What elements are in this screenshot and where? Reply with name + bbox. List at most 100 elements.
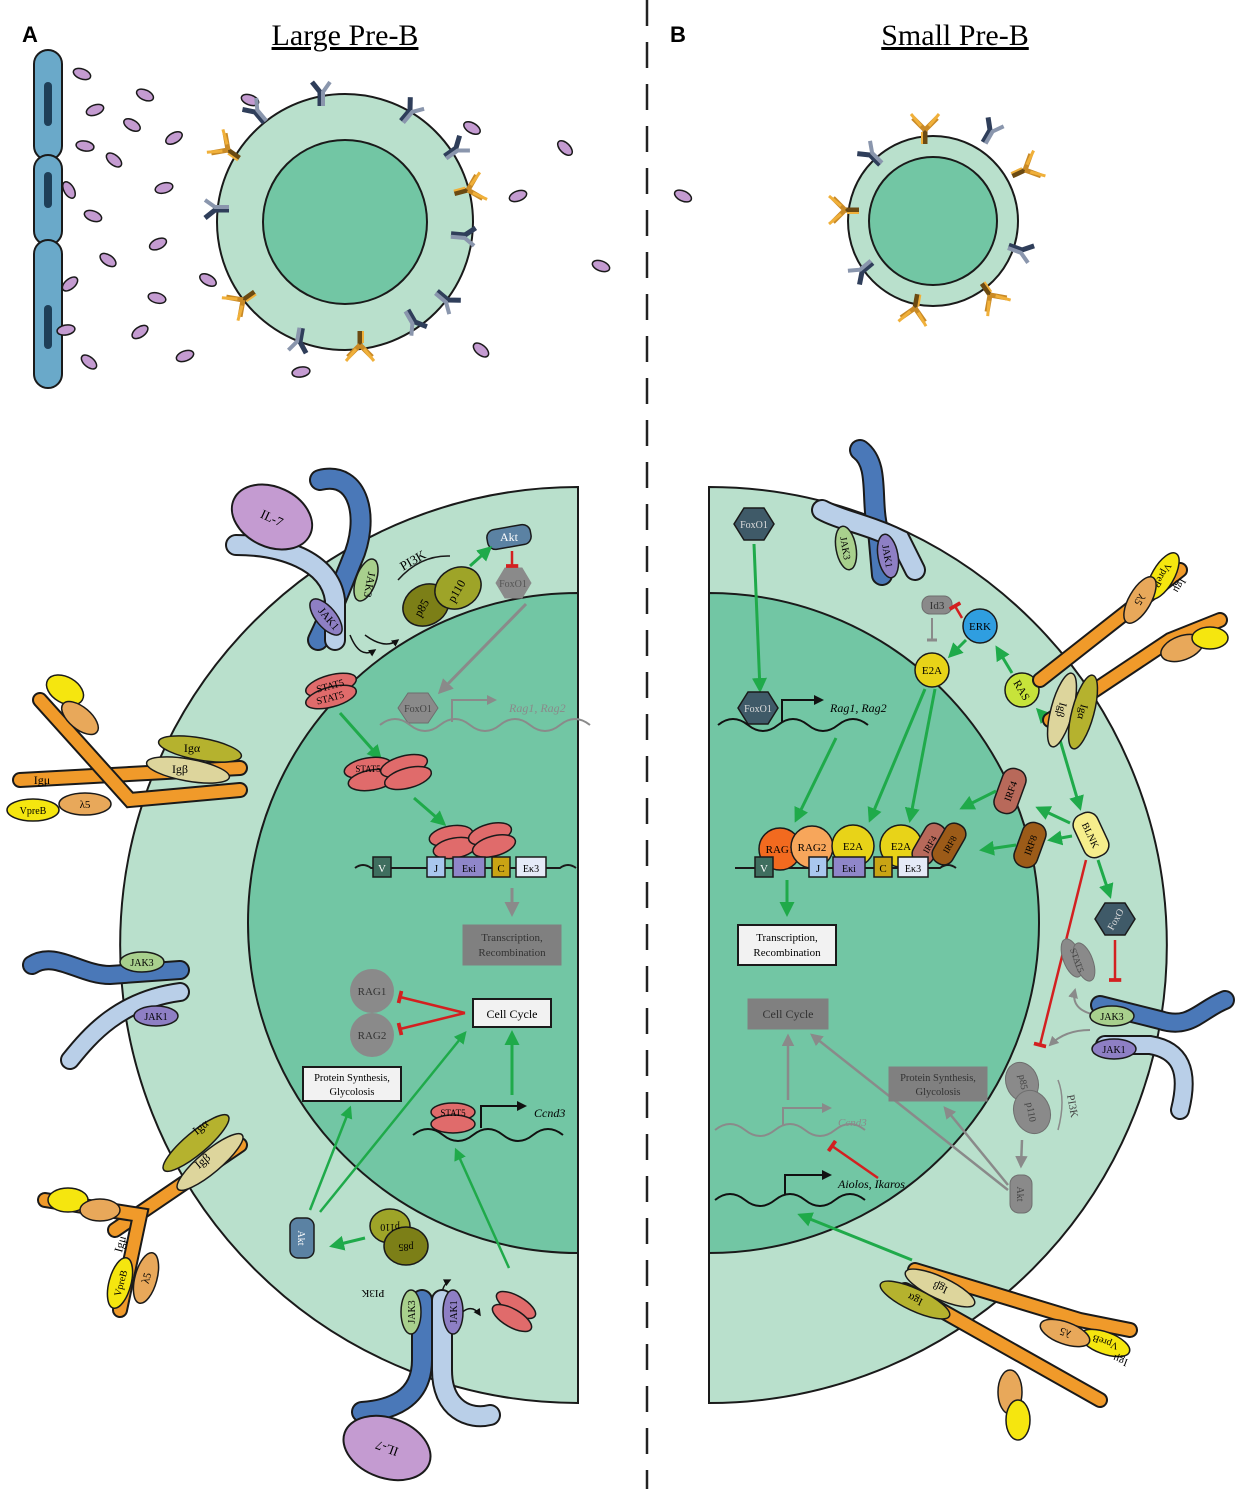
small-preb-cell [847,135,1019,307]
ccnd3-label-b: Ccnd3 [838,1117,867,1129]
arrow-rag-genes-locus [794,737,838,823]
protein-text-b-2: Glycolosis [916,1087,961,1098]
stromal-cells [33,49,63,389]
panel-a-il7r-bottom: IL-7 JAK3 JAK1 [342,1289,501,1482]
rag-genes-label-a: Rag1, Rag2 [508,701,566,715]
jak3-label-left-a: JAK3 [130,958,153,969]
panel-b-cell-cycle-box: Cell Cycle [747,998,829,1030]
locus-v-b: V [760,863,768,875]
ccnd3-label-a: Ccnd3 [534,1106,565,1120]
panel-b-transcription-box: Transcription, Recombination [737,924,837,966]
large-preb-cell [216,93,474,351]
igb-label-a: Igβ [172,762,188,776]
panel-b-aiolos-gene: Aiolos, Ikaros [714,1170,905,1207]
panel-b-letter: B [670,22,686,47]
arrow-foxo1-nucleus-b [752,543,768,693]
akt-label-bottom-a: Akt [295,1231,306,1246]
p110-label-b: p110 [1023,1102,1037,1123]
panel-b-kappa-locus: RAG1 RAG2 E2A E2A IRF4 IRF8 V J Eκi C Eκ… [735,822,967,878]
rag-genes-label-b: Rag1, Rag2 [829,701,887,715]
panel-a-pi3k-bottom: Akt p110 p85 PI3K [289,1208,429,1299]
pi3k-label-b: PI3K [1064,1094,1080,1119]
panel-b-prebcr-lower: Igα Igβ VpreB λ5 Igμ [879,1262,1138,1441]
panel-b-foxo1-gene: FoxO1 Rag1, Rag2 [717,691,887,732]
jak1-label-bottom-a: JAK1 [449,1300,460,1323]
panel-a-cell-cycle-box: Cell Cycle [472,998,552,1028]
panel-a-stat5-tetramer: STAT5 [343,753,433,792]
panel-a-stat5-on-locus [428,822,517,860]
panel-b-foxo-stat5: FoxO STAT5 [1060,902,1136,982]
transcription-text-a-1: Transcription, [481,932,543,944]
vpreb-label-a: VpreB [20,806,47,817]
jak3-label-top-b: JAK3 [837,536,852,561]
transcription-text-b-2: Recombination [753,947,821,959]
locus-v-a: V [378,863,386,875]
panel-a-prebcr-upper: Igα Igβ Igμ VpreB λ5 [6,674,248,822]
locus-j-b: J [816,863,821,875]
p110-label-bottom-a: p110 [380,1221,400,1232]
rag1-label-a: RAG1 [358,986,387,998]
igb-label-b-lower: Igβ [931,1278,950,1295]
jak1-label-left-a: JAK1 [144,1012,167,1023]
locus-eki-b: Eκi [842,864,856,875]
panel-b-protein-box: Protein Synthesis, Glycolosis [888,1066,988,1102]
foxo1-nuclear-label-b: FoxO1 [744,704,772,715]
panel-a-il7r-left: JAK3 JAK1 [22,950,190,1070]
arrow-e2a-locus-1 [867,688,927,823]
id3-label: Id3 [930,600,945,612]
panel-a-rag-inhibited: RAG1 RAG2 [350,969,394,1057]
panel-a-title: Large Pre-B [272,19,419,52]
panel-a-letter: A [22,22,38,47]
arrow-irf4-locus [959,789,997,810]
panel-b-foxo1-cyto: FoxO1 [733,507,775,541]
arrow-stat5-locus [413,796,447,826]
e2a-label-locus-1: E2A [843,841,863,853]
inhibit-aiolos-ccnd3 [826,1139,879,1180]
p85-label-b: p85 [1016,1074,1029,1091]
lambda5-label-a-lower: λ5 [140,1271,155,1285]
protein-text-a-2: Glycolosis [330,1087,375,1098]
foxo1-label: FoxO1 [499,579,527,590]
panel-b-title: Small Pre-B [881,19,1029,52]
pi3k-label-bottom-a: PI3K [361,1287,384,1299]
arrow-ras-erk [995,645,1014,674]
arrow-pi3k-akt-gray [1015,1139,1028,1169]
cell-cycle-text-a: Cell Cycle [487,1007,538,1021]
foxo1-label-b: FoxO1 [740,520,768,531]
arrow-blnk-irf4 [1035,806,1071,825]
akt-label: Akt [500,530,519,544]
panel-a-stat5-bottom [491,1290,537,1333]
arrow-pi3k-akt-bottom [329,1235,366,1251]
arrow-stat5-ccnd3 [454,1147,511,1269]
e2a-label-cyto: E2A [922,665,942,677]
panel-a-il7r-top: IL-7 JAK3 JAK1 [225,467,379,651]
panel-a-kappa-locus: V J Eκi C Eκ3 [354,856,577,878]
arrow-pi3k-akt [468,545,493,568]
arrow-prebcr-blnk [1058,739,1084,811]
panel-b-signaling: Id3 ERK E2A RAS [914,595,1040,708]
jak3-label: JAK3 [361,571,377,599]
arrow-irf8-locus [979,840,1017,856]
aiolos-label: Aiolos, Ikaros [837,1177,905,1191]
panel-b-il7r-top: JAK3 JAK1 [811,439,926,586]
arrow-akt-protein-gray [943,1106,1009,1186]
arrow-stat5-nucleus [338,712,382,761]
stat5-tetramer-label: STAT5 [355,764,381,774]
lambda5-label-a: λ5 [80,799,91,811]
panel-b-irf-blnk: IRF4 IRF8 BLNK [993,767,1110,869]
arrow-erk-e2a [947,638,968,659]
arrow-akt-cellcycle-gray [810,1033,1009,1191]
jak3-label-right-b: JAK3 [1100,1012,1123,1023]
e2a-label-locus-2: E2A [891,841,911,853]
arrow-blnk-irf8 [1047,830,1073,846]
cell-cycle-text-b: Cell Cycle [763,1007,814,1021]
panel-b-prebcr-upper: VpreB λ5 Igμ Igβ Igα [1032,552,1229,750]
protein-text-a-1: Protein Synthesis, [314,1073,390,1084]
iga-label-b-upper: Igα [1074,703,1090,721]
panel-a-stat5-top: STAT5 STAT5 [305,672,357,710]
panel-b-il7r-right: JAK3 JAK1 [1089,990,1235,1120]
arrow-akt-cellcycle [319,1031,467,1213]
inhibit-cellcycle-rag2 [396,1011,466,1036]
arrow-jak-pi3k [364,634,400,647]
